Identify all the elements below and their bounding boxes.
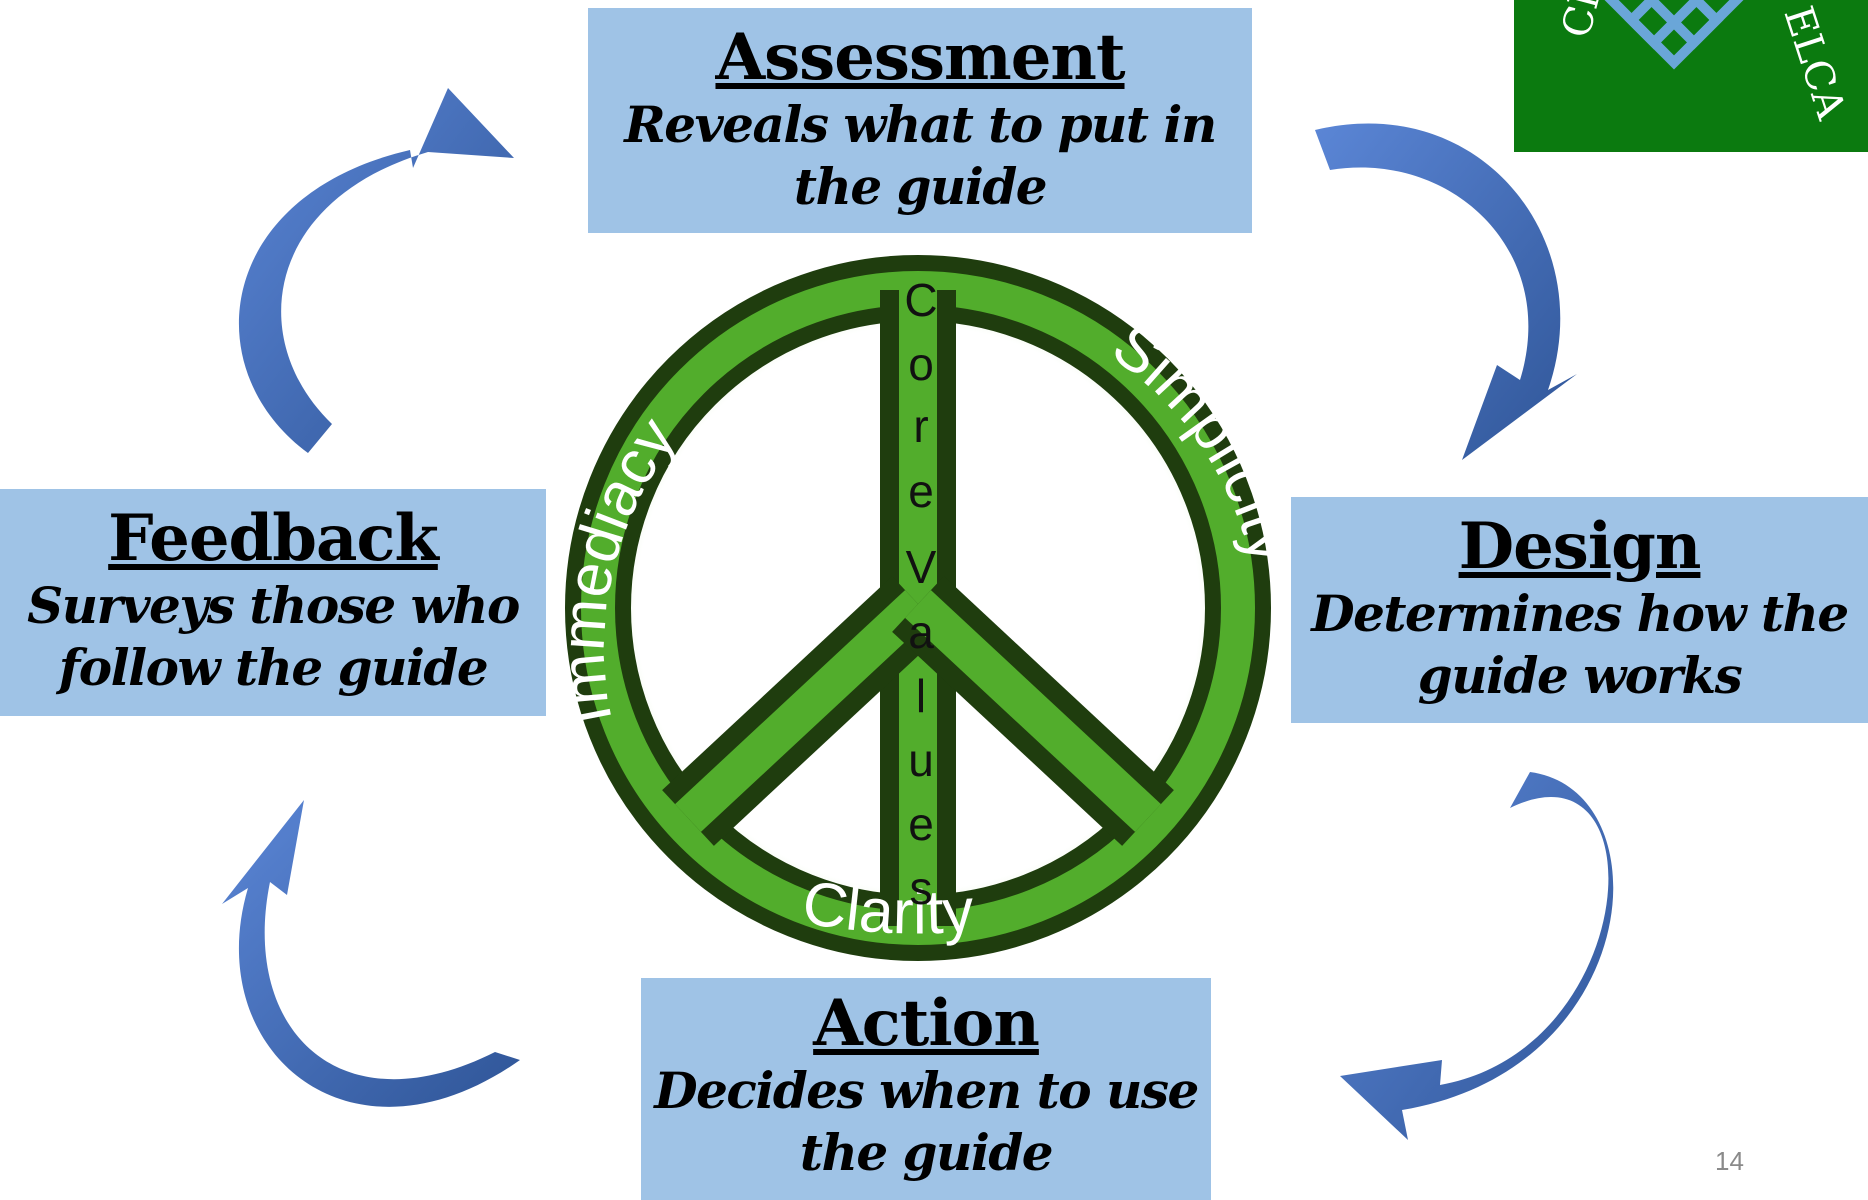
core-letter: V (906, 541, 937, 593)
core-letter: r (913, 400, 928, 452)
feedback-title: Feedback (108, 501, 439, 576)
core-letter: e (908, 798, 934, 850)
design-desc-line1: Determines how the (1311, 584, 1849, 643)
design-title: Design (1458, 509, 1702, 584)
arrow-feedback-to-assessment (238, 88, 514, 453)
logo-knot-icon: Christi ELCA (1553, 0, 1854, 126)
action-title: Action (813, 986, 1040, 1061)
arrow-design-to-action (1340, 772, 1614, 1140)
core-letter: s (910, 862, 933, 914)
assessment-desc-line2: the guide (793, 157, 1048, 216)
feedback-box: Feedback Surveys those who follow the gu… (0, 489, 546, 716)
clarity-label: Clarity (798, 868, 976, 947)
arrow-assessment-to-design (1315, 123, 1577, 461)
action-desc-line2: the guide (799, 1123, 1054, 1182)
core-letter: a (908, 606, 934, 658)
peace-sign (565, 255, 1271, 961)
arrow-action-to-feedback (222, 800, 520, 1107)
core-letter: u (908, 734, 934, 786)
core-values-letters: C o r e V a l u e s (904, 274, 937, 914)
core-letter: e (908, 465, 934, 517)
feedback-desc-line1: Surveys those who (27, 576, 520, 635)
feedback-desc-line2: follow the guide (58, 638, 489, 697)
assessment-box: Assessment Reveals what to put in the gu… (588, 8, 1252, 233)
page-number: 14 (1715, 1146, 1744, 1176)
logo-text-right: ELCA (1774, 1, 1854, 126)
elca-logo: Christi ELCA (1514, 0, 1868, 152)
core-letter: l (916, 670, 926, 722)
action-desc-line1: Decides when to use (654, 1061, 1199, 1120)
core-letter: C (904, 274, 937, 326)
design-box: Design Determines how the guide works (1291, 497, 1868, 723)
assessment-title: Assessment (715, 20, 1125, 95)
core-letter: o (908, 338, 934, 390)
design-desc-line2: guide works (1417, 646, 1743, 705)
assessment-desc-line1: Reveals what to put in (624, 95, 1217, 154)
action-box: Action Decides when to use the guide (641, 978, 1211, 1200)
